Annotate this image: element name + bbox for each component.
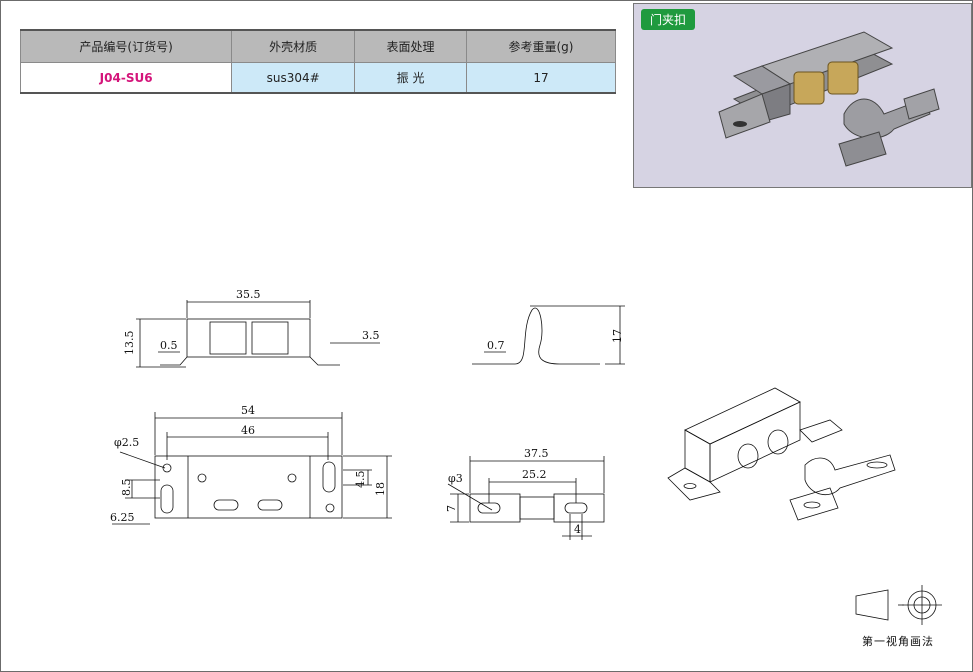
dim-spring-height: 17 xyxy=(611,329,624,343)
spec-header-row: 产品编号(订货号) 外壳材质 表面处理 参考重量(g) xyxy=(19,29,617,63)
isometric-drawing xyxy=(667,387,896,521)
cell-product-code: J04-SU6 xyxy=(19,62,233,94)
photo-label: 门夹扣 xyxy=(641,9,696,30)
projection-label: 第一视角画法 xyxy=(862,635,934,648)
dim-front-height: 13.5 xyxy=(123,331,136,356)
dim-slot-length: 8.5 xyxy=(120,479,133,497)
dim-front-width: 35.5 xyxy=(236,288,261,301)
spring-top-view xyxy=(447,456,605,540)
dim-spring-thickness: 0.7 xyxy=(487,339,505,352)
dim-spring-length: 37.5 xyxy=(524,447,549,460)
product-photo-image xyxy=(718,31,940,167)
dim-hole-spacing: 46 xyxy=(241,424,255,437)
spec-table: 产品编号(订货号) 外壳材质 表面处理 参考重量(g) J04-SU6 sus3… xyxy=(19,29,617,94)
dim-hole-diameter: φ2.5 xyxy=(114,436,139,449)
dim-front-side: 3.5 xyxy=(362,329,380,342)
bottom-view xyxy=(112,412,392,525)
cell-surface: 振 光 xyxy=(354,62,467,94)
front-view xyxy=(136,300,380,368)
header-material: 外壳材质 xyxy=(231,29,356,63)
dim-base-height: 18 xyxy=(374,482,387,496)
dim-spring-slot-spacing: 25.2 xyxy=(522,468,547,481)
dim-edge-offset: 6.25 xyxy=(110,511,135,524)
spring-side-view xyxy=(472,305,625,365)
dim-spring-width: 7 xyxy=(445,505,458,512)
dim-slot-width: 4.5 xyxy=(354,471,367,489)
header-weight: 参考重量(g) xyxy=(465,29,617,63)
spec-data-row: J04-SU6 sus304# 振 光 17 xyxy=(19,62,617,94)
projection-symbol xyxy=(855,585,942,625)
cell-weight: 17 xyxy=(465,62,617,94)
dim-spring-slot-width: 4 xyxy=(574,523,581,536)
dim-overall-length: 54 xyxy=(241,404,255,417)
dim-front-thickness: 0.5 xyxy=(160,339,178,352)
cell-material: sus304# xyxy=(231,62,356,94)
dim-spring-hole: φ3 xyxy=(448,472,463,485)
product-photo: 门夹扣 xyxy=(633,3,972,188)
header-product-code: 产品编号(订货号) xyxy=(19,29,233,63)
